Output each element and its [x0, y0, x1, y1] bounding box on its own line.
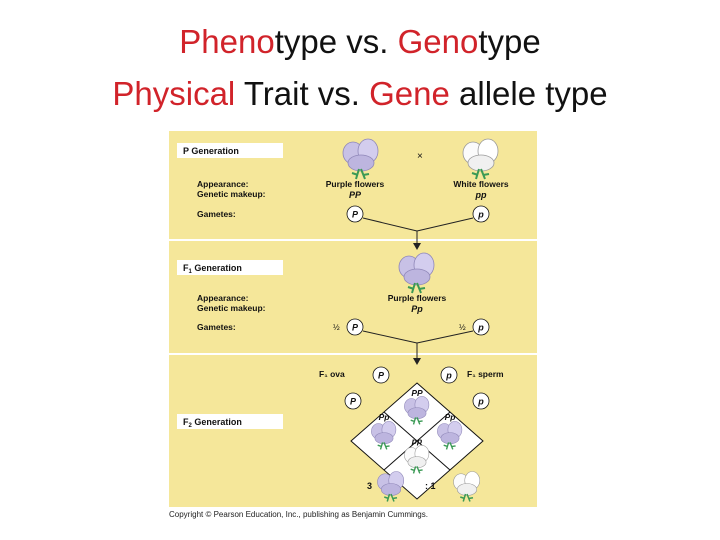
- copyright-notice: Copyright © Pearson Education, Inc., pub…: [169, 510, 428, 519]
- title-type-vs: type vs.: [274, 23, 398, 60]
- f1-generation-label: F1 Generation: [183, 263, 242, 275]
- title-trait-vs: Trait vs.: [235, 75, 370, 112]
- punnett-grid-line-2: [383, 411, 451, 471]
- title-geno: Geno: [397, 23, 479, 60]
- ratio-white-flower-icon: [452, 470, 481, 503]
- p-left-gamete-circle: [346, 205, 364, 223]
- arrowhead-2-icon: [413, 358, 421, 365]
- f1-purple-flower-icon: [398, 252, 435, 294]
- f1-gametes-label: Gametes:: [197, 322, 236, 332]
- converge-lines: [362, 217, 474, 232]
- f1-ova-label: F₁ ova: [319, 369, 345, 379]
- f2-generation-label: F2 Generation: [183, 417, 242, 429]
- sperm-p-circle: [440, 366, 458, 384]
- cell-top-genotype: PP: [411, 388, 423, 398]
- p-right-genotype: pp: [475, 190, 487, 200]
- f1-fraction-right: ½: [459, 323, 466, 332]
- right-p-circle: [472, 392, 490, 410]
- purple-flower-icon: [342, 138, 379, 180]
- mendel-cross-figure: P Generation × Appearance: Genetic makeu…: [169, 131, 537, 507]
- p-generation-label-box: [177, 143, 283, 158]
- p-right-gamete: p: [477, 210, 484, 220]
- ratio-left-value: 3: [367, 481, 372, 491]
- slide-title-line-2: Physical Trait vs. Gene allele type: [0, 74, 720, 114]
- title-type: type: [478, 23, 541, 60]
- f1-fraction-left: ½: [333, 323, 340, 332]
- f1-gamete-right: p: [477, 323, 484, 333]
- white-flower-icon: [462, 138, 499, 180]
- ratio-purple-flower-icon: [376, 470, 405, 503]
- cell-left-genotype: Pp: [379, 412, 390, 422]
- p-generation-label: P Generation: [183, 146, 239, 156]
- cross-diagram: P Generation × Appearance: Genetic makeu…: [169, 138, 537, 503]
- title-pheno: Pheno: [179, 23, 275, 60]
- f1-appearance: Purple flowers: [388, 293, 447, 303]
- p-appearance-label: Appearance:: [197, 179, 249, 189]
- f1-genotype: Pp: [411, 304, 423, 314]
- left-P-circle: [344, 392, 362, 410]
- cell-right-genotype: Pp: [445, 412, 456, 422]
- cross-symbol: ×: [417, 151, 423, 162]
- f1-makeup-label: Genetic makeup:: [197, 303, 266, 313]
- ova-P-circle: [372, 366, 390, 384]
- title-allele-type: allele type: [449, 75, 608, 112]
- title-physical: Physical: [112, 75, 236, 112]
- title-gene: Gene: [369, 75, 450, 112]
- p-left-gamete: P: [352, 210, 359, 220]
- f1-appearance-label: Appearance:: [197, 293, 249, 303]
- f1-gamete-left: P: [352, 323, 359, 333]
- p-left-appearance: Purple flowers: [326, 179, 385, 189]
- p-makeup-label: Genetic makeup:: [197, 189, 266, 199]
- converge-lines-2: [362, 330, 474, 344]
- p-right-appearance: White flowers: [453, 179, 509, 189]
- slide-title-line-1: Phenotype vs. Genotype: [0, 22, 720, 62]
- p-left-genotype: PP: [349, 190, 362, 200]
- cell-bottom-genotype: pp: [411, 436, 422, 446]
- left-P: P: [350, 397, 357, 407]
- p-right-gamete-circle: [472, 205, 490, 223]
- right-p: p: [477, 397, 484, 407]
- f1-sperm-label: F₁ sperm: [467, 369, 504, 379]
- p-gametes-label: Gametes:: [197, 209, 236, 219]
- ratio-right-value: : 1: [425, 481, 436, 491]
- ova-P: P: [378, 371, 385, 381]
- arrowhead-1-icon: [413, 243, 421, 250]
- f1-generation-label-box: [177, 260, 283, 275]
- f2-generation-label-box: [177, 414, 283, 429]
- sperm-p: p: [445, 371, 452, 381]
- f1-gamete-right-circle: [472, 318, 490, 336]
- f1-gamete-left-circle: [346, 318, 364, 336]
